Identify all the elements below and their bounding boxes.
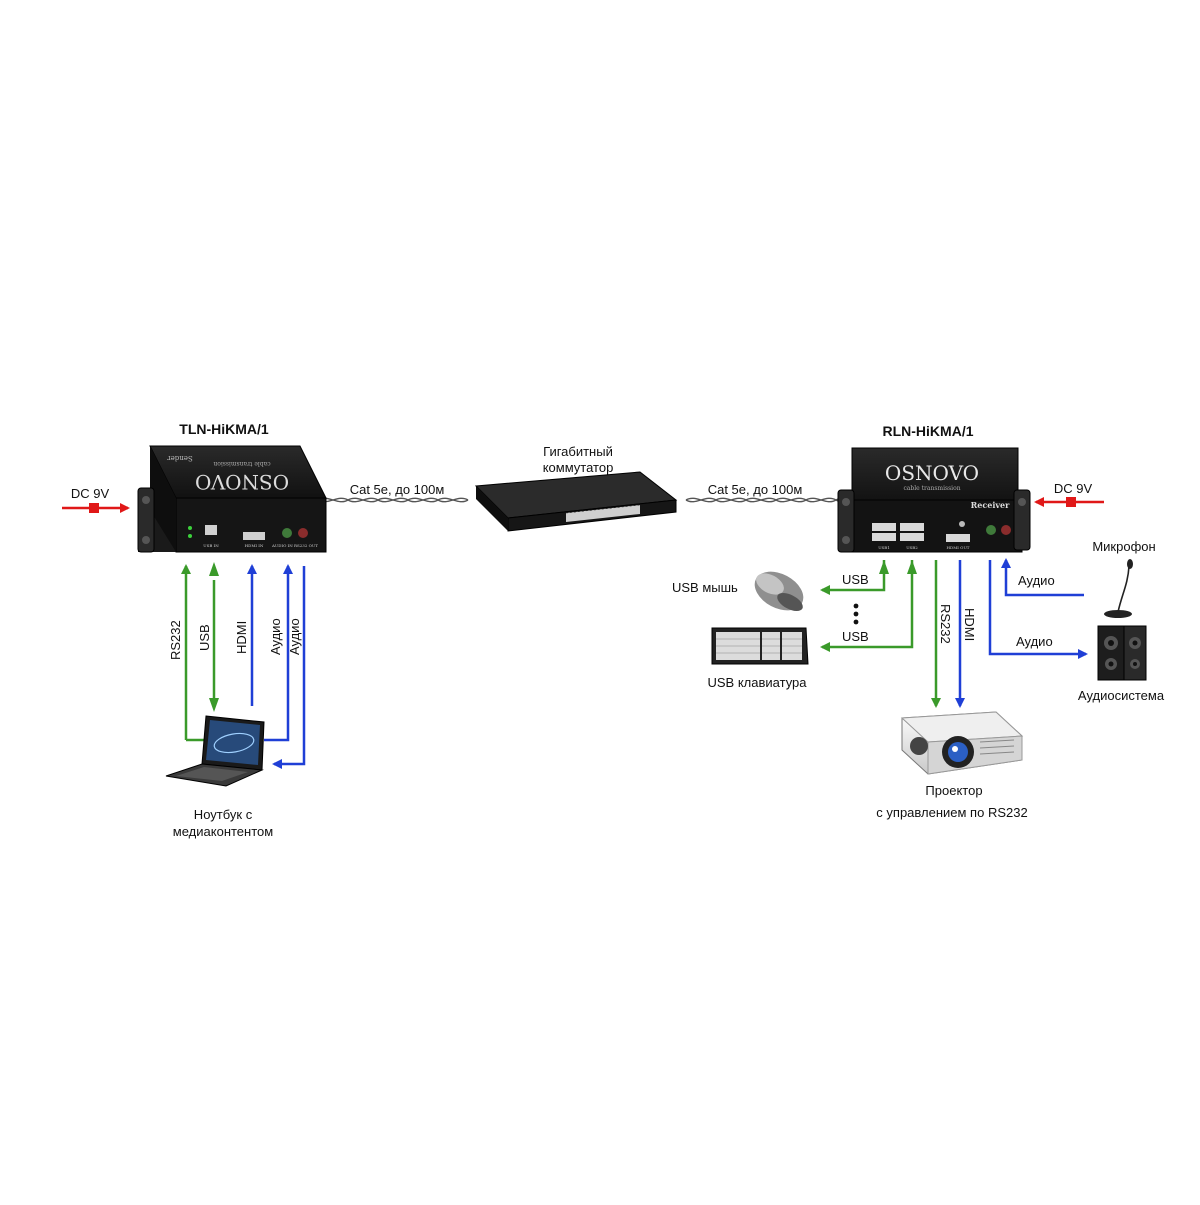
power-arrow-left: [62, 503, 130, 513]
sender-usb-label: USB: [197, 624, 212, 651]
receiver-brand-logo: OSNOVO: [885, 461, 979, 485]
receiver-device: [837, 447, 1031, 553]
laptop-device: [165, 715, 265, 787]
cable-right: [685, 497, 851, 503]
cable-right-label: Cat 5e, до 100м: [707, 482, 803, 497]
usb-more-devices-dots: [853, 603, 859, 625]
receiver-port-usb2-label: USB2: [906, 545, 918, 550]
microphone-device: [1104, 559, 1133, 618]
receiver-rs232-label: RS232: [938, 604, 953, 644]
switch-label-line1: Гигабитный: [543, 444, 613, 459]
receiver-usb-keyboard-link: [820, 560, 917, 652]
power-arrow-right: [1034, 497, 1104, 507]
sender-device: [137, 445, 327, 553]
receiver-usb-mouse-label: USB: [842, 572, 869, 587]
receiver-tagline: cable transmission: [903, 485, 960, 492]
sender-rs232-link: [181, 564, 206, 742]
receiver-hdmi-label: HDMI: [962, 608, 977, 642]
projector-label-line2: с управлением по RS232: [876, 805, 1028, 820]
cable-left-label: Cat 5e, до 100м: [349, 482, 445, 497]
sender-usb-link: [209, 562, 219, 712]
sender-tagline: cable transmission: [213, 460, 270, 467]
speakers-label: Аудиосистема: [1077, 688, 1165, 703]
receiver-audio-out-label: Аудио: [1016, 634, 1053, 649]
receiver-audio-out-link: [988, 560, 1088, 659]
sender-hdmi-label: HDMI: [234, 620, 249, 654]
sender-port-hdmi-label: HDMI IN: [245, 543, 264, 548]
receiver-audio-in-link: [1001, 558, 1084, 597]
power-right-label: DC 9V: [1053, 481, 1093, 496]
receiver-side-label: Receiver: [971, 500, 1010, 510]
speakers-device: [1097, 625, 1147, 681]
microphone-label: Микрофон: [1092, 539, 1156, 554]
sender-port-audio-label: AUDIO IN RS232 OUT: [271, 543, 318, 548]
mouse-label: USB мышь: [672, 580, 738, 595]
receiver-port-usb1-label: USB1: [878, 545, 890, 550]
switch-label-line2: коммутатор: [542, 460, 614, 475]
sender-audio-out-label: Аудио: [287, 618, 302, 655]
sender-model-label: TLN-HiKMA/1: [179, 421, 269, 437]
usb-keyboard-device: [711, 627, 809, 665]
receiver-audio-in-label: Аудио: [1018, 573, 1055, 588]
laptop-label-line2: медиаконтентом: [172, 824, 274, 839]
sender-rs232-label: RS232: [168, 620, 183, 660]
projector-label-line1: Проектор: [925, 783, 983, 798]
keyboard-label: USB клавиатура: [707, 675, 807, 690]
sender-brand-logo: OSNOVO: [195, 470, 289, 494]
receiver-usb-mouse-link: [820, 560, 889, 595]
usb-mouse-device: [754, 571, 804, 612]
sender-audio-out-link: [272, 566, 306, 769]
receiver-model-label: RLN-HiKMA/1: [882, 423, 974, 439]
laptop-label-line1: Ноутбук с: [193, 807, 253, 822]
receiver-usb-keyboard-label: USB: [842, 629, 869, 644]
power-left-label: DC 9V: [70, 486, 110, 501]
cable-left: [317, 497, 469, 503]
gigabit-switch: [474, 471, 678, 532]
sender-port-usb-label: USB IN: [203, 543, 219, 548]
sender-audio-in-link: [264, 564, 293, 742]
sender-audio-in-label: Аудио: [268, 618, 283, 655]
projector-device: [900, 711, 1024, 775]
sender-side-label: Sender: [167, 454, 193, 462]
receiver-port-hdmi-label: HDMI OUT: [947, 545, 970, 550]
